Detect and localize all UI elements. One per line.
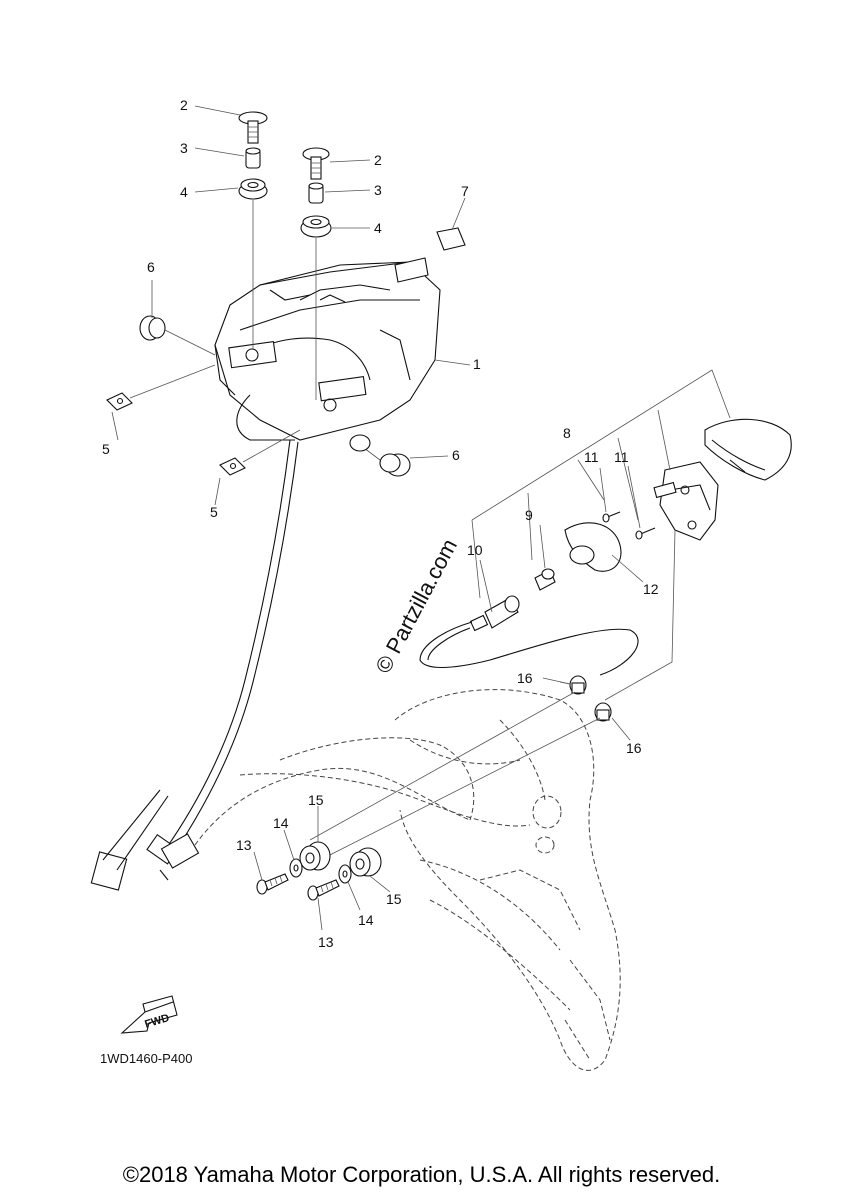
callout-11: 11: [614, 449, 629, 465]
callout-8: 8: [563, 425, 571, 441]
gasket-12: [564, 522, 622, 572]
callout-3: 3: [374, 182, 382, 198]
socket-cord-10: [419, 595, 639, 676]
callout-9: 9: [525, 507, 533, 523]
license-light-lens-cover: [704, 418, 792, 481]
bulb-9: [534, 568, 556, 591]
callout-1: 1: [473, 356, 481, 372]
callout-7: 7: [461, 183, 469, 199]
callout-15: 15: [386, 891, 402, 907]
washer-14-left: [289, 858, 303, 878]
callout-16: 16: [517, 670, 533, 686]
label-plate: [436, 227, 466, 251]
callout-labels: 2 3 4 2 3 4 7 6 1 5 6 5 8 11 11 9 12 10 …: [102, 97, 659, 950]
callout-6: 6: [452, 447, 460, 463]
callout-3: 3: [180, 140, 188, 156]
screw-13-right: [307, 879, 340, 901]
grommet-right: [300, 215, 332, 238]
collar-spacer-right: [308, 182, 324, 204]
screw-11-left: [602, 511, 621, 523]
callout-13: 13: [236, 837, 252, 853]
callout-10: 10: [467, 542, 483, 558]
grommet-16-upper: [559, 675, 587, 695]
watermark-text: © Partzilla.com: [370, 535, 462, 678]
callout-13: 13: [318, 934, 334, 950]
washer-14-right: [338, 864, 352, 884]
collar-spacer-left: [245, 147, 261, 169]
grommet-16-lower: [309, 691, 612, 861]
callout-4: 4: [180, 184, 188, 200]
grommet-left: [238, 178, 268, 200]
license-light-body: [653, 461, 719, 541]
callout-5: 5: [102, 441, 110, 457]
assembly-bracket-8: [471, 369, 731, 701]
callout-12: 12: [643, 581, 659, 597]
collar-screw-right: [302, 147, 330, 180]
collar-screw-left: [238, 111, 268, 144]
callout-14: 14: [358, 912, 374, 928]
callout-14: 14: [273, 815, 289, 831]
screw-13-left: [256, 873, 289, 895]
diagram-code: 1WD1460-P400: [100, 1051, 193, 1066]
housing-wire-harness: [90, 394, 471, 891]
screw-11-right: [635, 527, 656, 540]
callout-6: 6: [147, 259, 155, 275]
callout-leaders: [111, 105, 644, 931]
callout-11: 11: [584, 449, 599, 465]
clip-nut-upper: [106, 364, 216, 411]
callout-15: 15: [308, 792, 324, 808]
callout-2: 2: [180, 97, 188, 113]
damper-grommet-right: [349, 434, 411, 477]
callout-16: 16: [626, 740, 642, 756]
rear-fender-outline: [239, 689, 621, 1071]
damper-grommet-left: [139, 315, 216, 356]
callout-2: 2: [374, 152, 382, 168]
callout-5: 5: [210, 504, 218, 520]
tail-light-housing: [214, 257, 441, 441]
clip-nut-lower: [219, 429, 301, 476]
callout-4: 4: [374, 220, 382, 236]
damper-15-right: [349, 847, 382, 877]
damper-15-left: [299, 841, 331, 871]
fwd-arrow-icon: FWD: [120, 995, 178, 1034]
copyright-notice: ©2018 Yamaha Motor Corporation, U.S.A. A…: [122, 1162, 721, 1187]
